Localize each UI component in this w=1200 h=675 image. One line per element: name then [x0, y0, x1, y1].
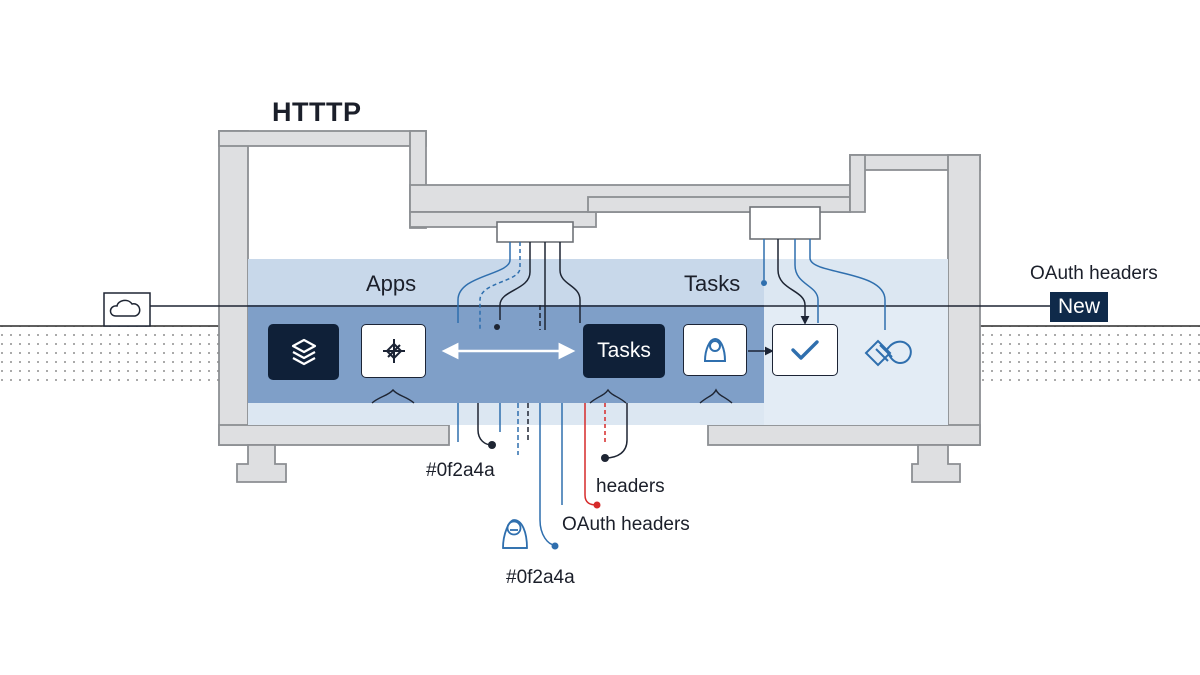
tile-feet	[371, 388, 733, 404]
stacked-layers-icon	[291, 338, 316, 366]
tasks-done-tile[interactable]	[772, 324, 838, 376]
bottom-connectors	[457, 403, 628, 550]
external-device	[103, 292, 151, 327]
status-badge: New	[1050, 292, 1109, 322]
annotation-hex-top: #0f2a4a	[426, 460, 495, 481]
duct-connectors-right	[761, 239, 886, 330]
tasks-agent-tile[interactable]	[683, 324, 747, 376]
crosshair-icon	[382, 339, 405, 363]
section-label-tasks: Tasks	[684, 271, 741, 296]
apps-secondary-tile[interactable]	[361, 324, 426, 378]
cloud-icon	[109, 299, 141, 317]
tasks-sync-tile[interactable]	[856, 326, 922, 376]
ground-right	[980, 325, 1200, 384]
annotation-hex-bottom: #0f2a4a	[506, 567, 575, 588]
checkmark-icon	[791, 340, 819, 360]
user-icon	[502, 519, 528, 549]
duct-connectors-left	[457, 242, 581, 330]
ground-left	[0, 325, 219, 384]
annotation-headers: headers	[596, 476, 665, 497]
tasks-node[interactable]: Tasks	[583, 324, 665, 378]
section-label-apps: Apps	[366, 271, 417, 296]
ducts	[496, 206, 821, 243]
tasks-node-label: Tasks	[597, 339, 651, 362]
apps-primary-tile[interactable]	[268, 324, 339, 380]
diagram-title: HTTTP	[272, 97, 362, 127]
user-icon	[703, 337, 727, 362]
external-caption: OAuth headers	[1030, 263, 1158, 284]
annotation-oauth-headers: OAuth headers	[562, 514, 690, 535]
sync-links-icon	[864, 339, 912, 367]
